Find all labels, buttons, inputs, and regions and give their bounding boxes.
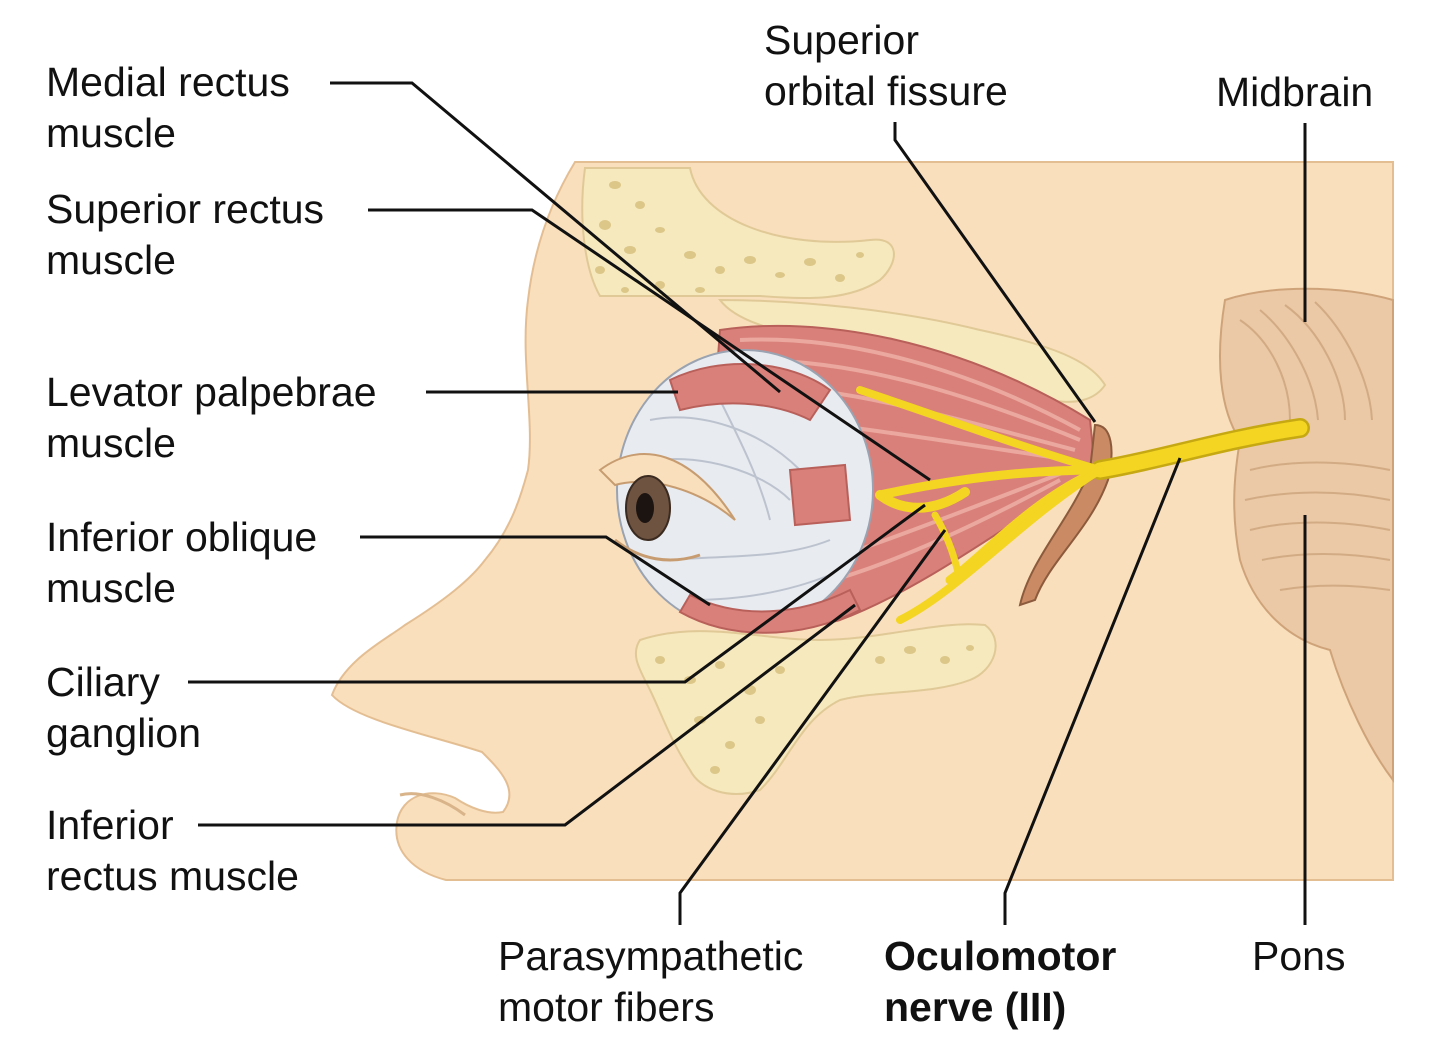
orbital-fissure — [1018, 423, 1113, 607]
oculomotor-nerve — [856, 386, 1310, 624]
brainstem — [1219, 287, 1394, 783]
leader-fissure — [893, 122, 1097, 423]
leader-oculomotor — [1003, 457, 1182, 925]
upper-orbit-bone — [581, 167, 895, 300]
label-superior-rectus: Superior rectus muscle — [46, 186, 325, 283]
label-parasympathetic: Parasympathetic motor fibers — [498, 933, 804, 1030]
leader-inferior-oblique — [360, 535, 711, 607]
label-levator-palpebrae: Levator palpebrae muscle — [46, 369, 377, 466]
label-ciliary-ganglion: Ciliary ganglion — [46, 659, 202, 756]
inferior-muscle-insertion — [678, 588, 862, 634]
brainstem-striations — [1239, 301, 1391, 591]
leader-lines — [188, 81, 1307, 925]
label-medial-rectus: Medial rectus muscle — [46, 59, 290, 156]
label-superior-orbital-fissure: Superior orbital fissure — [764, 17, 1008, 114]
label-oculomotor-nerve: Oculomotor nerve (III) — [884, 933, 1117, 1030]
label-inferior-rectus: Inferior rectus muscle — [46, 802, 299, 899]
label-midbrain: Midbrain — [1216, 69, 1374, 115]
leader-superior-rectus — [368, 208, 931, 482]
lower-eyelid — [614, 538, 701, 562]
nostril — [399, 792, 466, 817]
label-inferior-oblique: Inferior oblique muscle — [46, 514, 318, 611]
leader-ciliary-ganglion — [188, 503, 926, 684]
label-pons: Pons — [1252, 933, 1346, 979]
superior-muscle-insertion — [668, 362, 832, 422]
leader-parasympathetic — [678, 529, 947, 925]
pupil — [636, 493, 654, 523]
leader-inferior-rectus — [198, 603, 856, 827]
leader-medial-rectus — [330, 81, 781, 394]
lateral-muscle-insertion — [788, 463, 852, 527]
